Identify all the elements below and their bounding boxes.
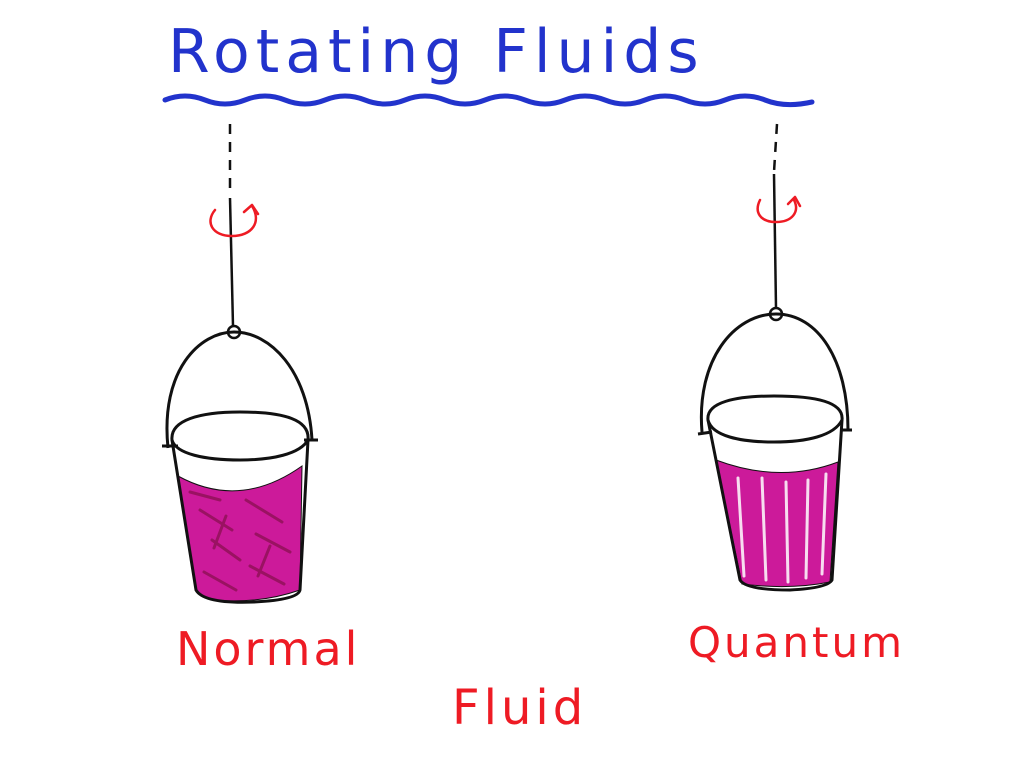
quantum-label: Quantum xyxy=(688,618,906,667)
normal-bucket-body xyxy=(170,439,310,604)
page-title: Rotating Fluids xyxy=(168,17,705,87)
fluid-label: Fluid xyxy=(452,680,588,736)
title-underline xyxy=(162,93,815,108)
normal-string xyxy=(228,197,235,327)
normal-bucket xyxy=(162,124,318,604)
quantum-string-dashed xyxy=(772,123,779,173)
quantum-string xyxy=(772,173,778,309)
normal-fluid xyxy=(177,465,303,602)
rotation-arrow-icon xyxy=(209,203,260,238)
quantum-fluid-streaks xyxy=(736,472,828,584)
quantum-bucket xyxy=(697,123,852,592)
rotation-arrow-icon xyxy=(756,195,802,224)
quantum-bail xyxy=(699,312,850,433)
normal-label: Normal xyxy=(176,622,361,676)
quantum-bucket-rim xyxy=(706,394,844,444)
normal-bucket-rim xyxy=(170,410,310,462)
quantum-bucket-body xyxy=(706,419,844,592)
normal-fluid-texture xyxy=(188,490,292,592)
normal-bail xyxy=(165,330,314,449)
quantum-fluid xyxy=(715,459,839,588)
